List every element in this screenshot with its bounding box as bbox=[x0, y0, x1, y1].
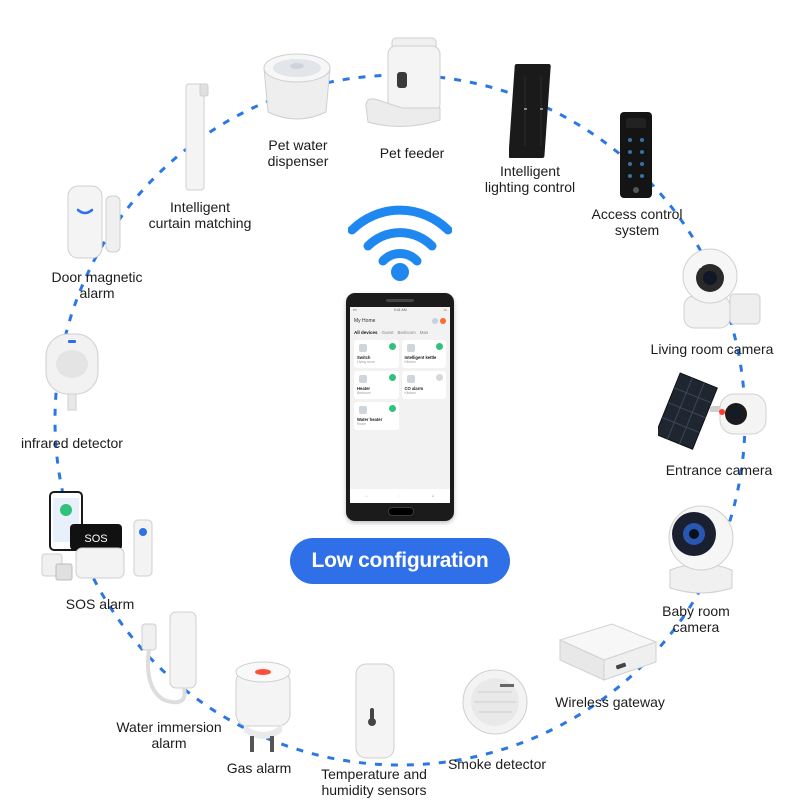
curtain-motor-image bbox=[185, 83, 209, 191]
pet-water-dispenser-image bbox=[263, 53, 331, 120]
power-icon[interactable] bbox=[388, 374, 396, 382]
device-card[interactable]: Switch Living room bbox=[354, 340, 399, 369]
tab-more[interactable]: Mas bbox=[419, 330, 429, 336]
label-baby-room-camera: Baby room camera bbox=[662, 603, 730, 635]
scene-nav-icon[interactable]: ◌ bbox=[398, 494, 401, 498]
label-smoke-detector: Smoke detector bbox=[447, 756, 547, 772]
home-nav-icon[interactable]: ⌂ bbox=[365, 494, 368, 498]
label-living-room-camera: Living room camera bbox=[650, 341, 774, 357]
temperature-humidity-sensor-image bbox=[355, 663, 395, 759]
entrance-camera-image bbox=[658, 372, 767, 450]
lighting-control-panel-image bbox=[509, 64, 551, 158]
room-tabs: All devices Guest Bedroom Mas bbox=[350, 327, 450, 338]
status-time: 9:41 AM bbox=[393, 308, 407, 312]
label-door-magnetic-alarm: Door magnetic alarm bbox=[51, 269, 143, 301]
label-wireless-gateway: Wireless gateway bbox=[555, 694, 665, 710]
app-screen: ▪▪▪ 9:41 AM ▭ My Home All devices Guest … bbox=[350, 307, 450, 503]
device-icon bbox=[359, 375, 367, 384]
living-room-camera-image bbox=[682, 248, 761, 329]
tab-guest[interactable]: Guest bbox=[381, 330, 394, 336]
device-icon bbox=[359, 406, 367, 415]
gas-alarm-image bbox=[235, 661, 291, 752]
infrared-detector-image bbox=[45, 333, 99, 411]
device-room: Bedroom bbox=[357, 391, 371, 396]
device-card[interactable]: Heater Bedroom bbox=[354, 371, 399, 400]
label-sos-alarm: SOS alarm bbox=[65, 596, 135, 612]
device-name: Heater bbox=[357, 386, 371, 392]
power-icon[interactable] bbox=[436, 374, 443, 382]
add-icon[interactable] bbox=[440, 318, 446, 324]
phone-speaker bbox=[386, 299, 414, 302]
smoke-detector-image bbox=[462, 669, 528, 735]
wireless-gateway-image bbox=[558, 623, 658, 681]
device-card[interactable]: Intelligent kettle Kitchen bbox=[401, 340, 446, 369]
device-room: Kitchen bbox=[404, 391, 416, 396]
label-curtain: Intelligent curtain matching bbox=[148, 199, 252, 231]
device-icon bbox=[406, 344, 415, 353]
device-name: Switch bbox=[357, 355, 371, 361]
water-immersion-alarm-image bbox=[141, 611, 197, 705]
mic-icon[interactable] bbox=[432, 318, 438, 324]
device-name: Water heater bbox=[357, 417, 383, 423]
power-icon[interactable] bbox=[436, 343, 443, 351]
tab-bedroom[interactable]: Bedroom bbox=[397, 330, 416, 336]
label-temperature-humidity: Temperature and humidity sensors bbox=[321, 766, 427, 798]
sos-screen-text: SOS bbox=[84, 533, 107, 545]
device-icon bbox=[359, 344, 367, 353]
home-title[interactable]: My Home bbox=[354, 318, 376, 325]
device-card[interactable]: Water heater Room bbox=[354, 402, 399, 431]
device-room: Kitchen bbox=[404, 360, 416, 365]
device-name: Intelligent kettle bbox=[404, 355, 437, 361]
access-control-keypad-image bbox=[620, 112, 652, 198]
app-header: My Home bbox=[350, 315, 450, 327]
signal-icon: ▪▪▪ bbox=[353, 308, 357, 312]
status-bar: ▪▪▪ 9:41 AM ▭ bbox=[350, 307, 450, 315]
device-room: Living room bbox=[357, 360, 375, 365]
label-pet-water-dispenser: Pet water dispenser bbox=[267, 137, 329, 169]
sos-alarm-kit-image: SOS bbox=[41, 491, 153, 581]
device-icon bbox=[406, 375, 415, 384]
label-lighting-control: Intelligent lighting control bbox=[484, 163, 576, 195]
device-card[interactable]: CO alarm Kitchen bbox=[401, 371, 446, 400]
label-gas-alarm: Gas alarm bbox=[226, 760, 292, 776]
label-access-control: Access control system bbox=[591, 206, 683, 238]
me-nav-icon[interactable]: ☺ bbox=[431, 494, 435, 498]
baby-room-camera-image bbox=[668, 505, 734, 594]
bottom-nav: ⌂ ◌ ☺ bbox=[350, 489, 450, 503]
tab-all-devices[interactable]: All devices bbox=[354, 330, 378, 336]
pet-feeder-image bbox=[365, 37, 441, 128]
smartphone: ▪▪▪ 9:41 AM ▭ My Home All devices Guest … bbox=[346, 293, 454, 521]
home-button bbox=[388, 507, 414, 516]
label-entrance-camera: Entrance camera bbox=[665, 462, 773, 478]
power-icon[interactable] bbox=[388, 405, 396, 413]
label-pet-feeder: Pet feeder bbox=[379, 145, 445, 161]
door-magnetic-alarm-image bbox=[67, 185, 121, 259]
device-grid: Switch Living room Intelligent kettle Ki… bbox=[350, 338, 450, 432]
low-configuration-button[interactable]: Low configuration bbox=[290, 538, 510, 584]
battery-icon: ▭ bbox=[443, 308, 447, 312]
label-water-immersion: Water immersion alarm bbox=[116, 719, 222, 751]
device-name: CO alarm bbox=[404, 386, 424, 392]
label-infrared-detector: infrared detector bbox=[21, 435, 123, 451]
power-icon[interactable] bbox=[388, 343, 396, 351]
wifi-icon bbox=[348, 205, 452, 281]
device-room: Room bbox=[357, 422, 367, 427]
